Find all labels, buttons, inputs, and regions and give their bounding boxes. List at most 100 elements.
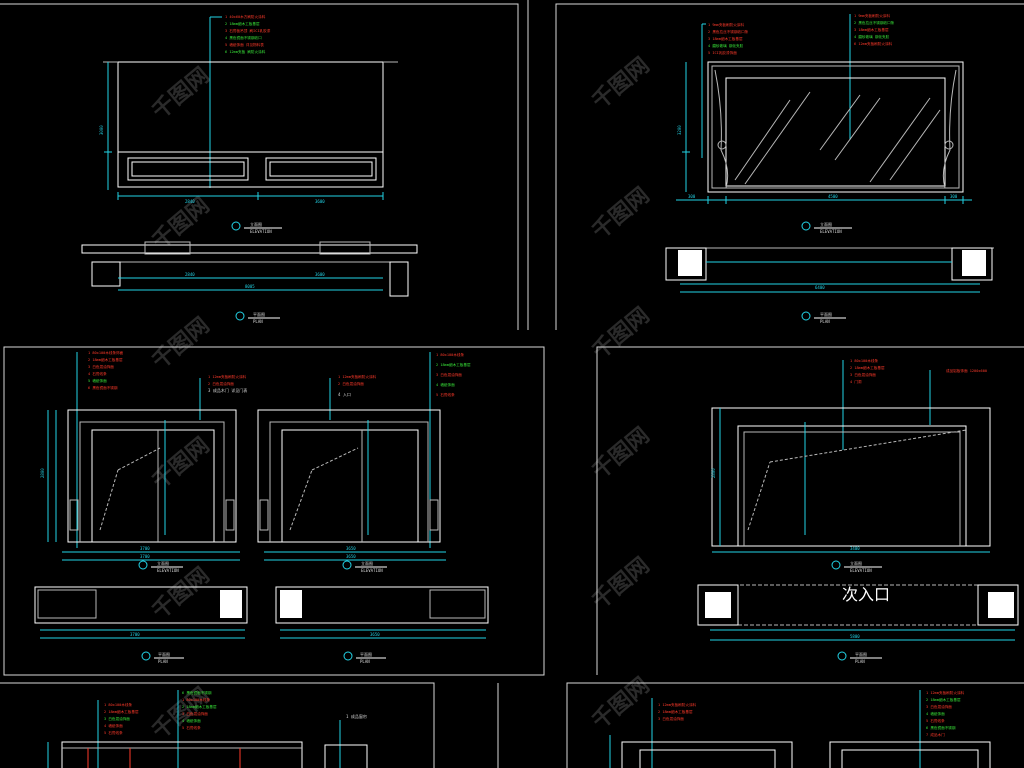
svg-text:3 白色混油饰面: 3 白色混油饰面 — [926, 704, 952, 709]
svg-text:1 12mm夹板刷防火涂料: 1 12mm夹板刷防火涂料 — [208, 374, 247, 379]
svg-text:PLAN: PLAN — [855, 659, 865, 664]
svg-text:4 石膏线条: 4 石膏线条 — [88, 371, 107, 376]
svg-text:3700: 3700 — [130, 632, 140, 637]
svg-text:3 白色混油饰面: 3 白色混油饰面 — [436, 372, 462, 377]
svg-text:立面图: 立面图 — [820, 221, 832, 227]
svg-text:1 40x60木方刷防火涂料: 1 40x60木方刷防火涂料 — [225, 14, 266, 19]
sheet-a-notes: 1 40x60木方刷防火涂料 2 18mm细木工板基层 3 石膏板吊顶 刷ICI… — [225, 14, 271, 54]
sheet-f-notes-right: 1 12mm夹板刷防火涂料 2 18mm细木工板基层 3 白色混油饰面 4 墙纸… — [926, 690, 965, 737]
svg-text:4500: 4500 — [828, 194, 838, 199]
svg-text:3650: 3650 — [370, 632, 380, 637]
svg-text:2 18mm细木工板基层: 2 18mm细木工板基层 — [926, 697, 961, 702]
svg-text:3600: 3600 — [315, 199, 325, 204]
watermark-text: 千图网 — [588, 303, 655, 365]
svg-text:立面图: 立面图 — [361, 560, 373, 566]
sheet-e: 1 80x100木线条 2 18mm细木工板基层 3 白色混油饰面 4 墙纸饰面… — [47, 690, 368, 768]
svg-text:5 墙纸饰面 详见物料表: 5 墙纸饰面 详见物料表 — [225, 42, 264, 47]
svg-text:平面图: 平面图 — [360, 651, 372, 657]
svg-text:3 白色混油饰面: 3 白色混油饰面 — [658, 716, 684, 721]
svg-text:3 18mm细木工板基层: 3 18mm细木工板基层 — [854, 27, 889, 32]
watermark-text: 千图网 — [588, 423, 655, 485]
svg-text:PLAN: PLAN — [158, 659, 168, 664]
svg-text:5 墙纸饰面: 5 墙纸饰面 — [88, 378, 107, 383]
svg-text:3 白色混油饰面: 3 白色混油饰面 — [182, 711, 208, 716]
svg-text:PLAN: PLAN — [820, 319, 830, 324]
svg-text:2 18mm细木工板基层: 2 18mm细木工板基层 — [658, 709, 693, 714]
svg-text:2 18mm细木工板基层: 2 18mm细木工板基层 — [104, 709, 139, 714]
svg-text:3400: 3400 — [850, 546, 860, 551]
svg-text:7 成品木门: 7 成品木门 — [926, 732, 945, 737]
svg-text:2 白色混油饰面: 2 白色混油饰面 — [208, 381, 234, 386]
svg-text:1 80x100木线条: 1 80x100木线条 — [104, 702, 132, 707]
svg-text:1 9mm夹板刷防火涂料: 1 9mm夹板刷防火涂料 — [854, 13, 890, 18]
svg-text:3 白色混油饰面: 3 白色混油饰面 — [88, 364, 114, 369]
sheet-b-notes-left: 1 9mm夹板刷防火涂料 2 黑色拉丝不锈钢收口条 3 18mm细木工板基层 4… — [708, 22, 749, 55]
svg-text:4 门洞: 4 门洞 — [850, 379, 862, 384]
svg-text:ELEVATION: ELEVATION — [157, 568, 179, 573]
svg-text:2 白色混油饰面: 2 白色混油饰面 — [338, 381, 364, 386]
sheet-b-notes-right: 1 9mm夹板刷防火涂料 2 黑色拉丝不锈钢收口条 3 18mm细木工板基层 4… — [854, 13, 895, 46]
svg-text:2 18mm细木工板基层: 2 18mm细木工板基层 — [182, 704, 217, 709]
svg-text:平面图: 平面图 — [253, 311, 265, 317]
svg-text:2 18mm细木工板基层: 2 18mm细木工板基层 — [436, 362, 471, 367]
svg-text:2 黑色拉丝不锈钢收口条: 2 黑色拉丝不锈钢收口条 — [708, 29, 749, 34]
sheet-c-notes-mid: 1 12mm夹板刷防火涂料 2 白色混油饰面 3 成品木门 详见门表 — [208, 374, 247, 393]
svg-text:5800: 5800 — [850, 634, 860, 639]
sheet-c-notes-left: 1 80x100木线条饰面 2 18mm细木工板基层 3 白色混油饰面 4 石膏… — [88, 350, 124, 390]
svg-text:平面图: 平面图 — [158, 651, 170, 657]
svg-text:4 墙纸饰面: 4 墙纸饰面 — [436, 382, 455, 387]
svg-text:6 黑色镜面不锈钢: 6 黑色镜面不锈钢 — [88, 385, 118, 390]
svg-text:2800: 2800 — [40, 468, 45, 478]
sheet-d-note-right: 成品铝板饰面 1200x600 — [946, 368, 987, 373]
svg-text:2800: 2800 — [711, 468, 716, 478]
svg-text:ELEVATION: ELEVATION — [820, 229, 842, 234]
svg-text:2840: 2840 — [185, 199, 195, 204]
svg-text:4 墙纸饰面: 4 墙纸饰面 — [926, 711, 945, 716]
svg-text:ELEVATION: ELEVATION — [850, 568, 872, 573]
svg-text:2840: 2840 — [185, 272, 195, 277]
svg-text:1 80x100木线条: 1 80x100木线条 — [850, 358, 878, 363]
svg-text:2 18mm细木工板基层: 2 18mm细木工板基层 — [850, 365, 885, 370]
svg-text:ELEVATION: ELEVATION — [361, 568, 383, 573]
entry-label: 次入口 — [842, 585, 890, 604]
sheet-b: 1 9mm夹板刷防火涂料 2 黑色拉丝不锈钢收口条 3 18mm细木工板基层 4… — [665, 13, 994, 324]
svg-text:8005: 8005 — [245, 284, 255, 289]
svg-text:3700: 3700 — [140, 554, 150, 559]
sheet-e-notes: 1 80x100木线条 2 18mm细木工板基层 3 白色混油饰面 4 墙纸饰面… — [104, 690, 217, 735]
watermark-text: 千图网 — [148, 63, 215, 125]
watermark-text: 千图网 — [588, 673, 655, 735]
svg-text:3000: 3000 — [99, 125, 104, 135]
svg-text:6 12mm夹板 刷防火涂料: 6 12mm夹板 刷防火涂料 — [225, 49, 266, 54]
watermark-text: 千图网 — [148, 313, 215, 375]
svg-text:5 ICI乳胶漆饰面: 5 ICI乳胶漆饰面 — [708, 50, 737, 55]
sheet-f-notes-left: 1 12mm夹板刷防火涂料 2 18mm细木工板基层 3 白色混油饰面 — [658, 702, 697, 721]
svg-text:1 12mm夹板刷防火涂料: 1 12mm夹板刷防火涂料 — [658, 702, 697, 707]
svg-text:2 黑色拉丝不锈钢收口条: 2 黑色拉丝不锈钢收口条 — [854, 20, 895, 25]
svg-text:平面图: 平面图 — [855, 651, 867, 657]
svg-text:5 石膏线条: 5 石膏线条 — [436, 392, 455, 397]
svg-text:5 石膏线条: 5 石膏线条 — [104, 730, 123, 735]
sheet-c: 1 80x100木线条饰面 2 18mm细木工板基层 3 白色混油饰面 4 石膏… — [34, 350, 489, 664]
svg-text:3700: 3700 — [140, 546, 150, 551]
watermark-layer: 千图网 千图网 千图网 千图网 千图网 千图网 千图网 千图网 千图网 千图网 … — [148, 53, 655, 745]
svg-text:3 石膏板吊顶 刷ICI乳胶漆: 3 石膏板吊顶 刷ICI乳胶漆 — [225, 28, 271, 33]
svg-text:3 白色混油饰面: 3 白色混油饰面 — [850, 372, 876, 377]
svg-text:3 成品木门 详见门表: 3 成品木门 详见门表 — [208, 387, 247, 393]
svg-text:4 墙纸饰面: 4 墙纸饰面 — [104, 723, 123, 728]
svg-text:1 80x100木线条: 1 80x100木线条 — [436, 352, 464, 357]
svg-text:5 石膏线条: 5 石膏线条 — [182, 725, 201, 730]
svg-text:立面图: 立面图 — [850, 560, 862, 566]
svg-text:4 黑色镜面不锈钢收口: 4 黑色镜面不锈钢收口 — [225, 35, 262, 40]
svg-text:1 12mm夹板刷防火涂料: 1 12mm夹板刷防火涂料 — [338, 374, 377, 379]
svg-text:1 80x100木线条饰面: 1 80x100木线条饰面 — [88, 350, 124, 355]
svg-text:立面图: 立面图 — [250, 221, 262, 227]
svg-text:3 18mm细木工板基层: 3 18mm细木工板基层 — [708, 36, 743, 41]
svg-text:1 80x100木线条: 1 80x100木线条 — [182, 697, 210, 702]
svg-text:1 成品窗帘: 1 成品窗帘 — [346, 713, 367, 719]
svg-text:6 黑色镜面不锈钢: 6 黑色镜面不锈钢 — [182, 690, 212, 695]
svg-text:平面图: 平面图 — [820, 311, 832, 317]
svg-text:PLAN: PLAN — [253, 319, 263, 324]
svg-text:3600: 3600 — [315, 272, 325, 277]
